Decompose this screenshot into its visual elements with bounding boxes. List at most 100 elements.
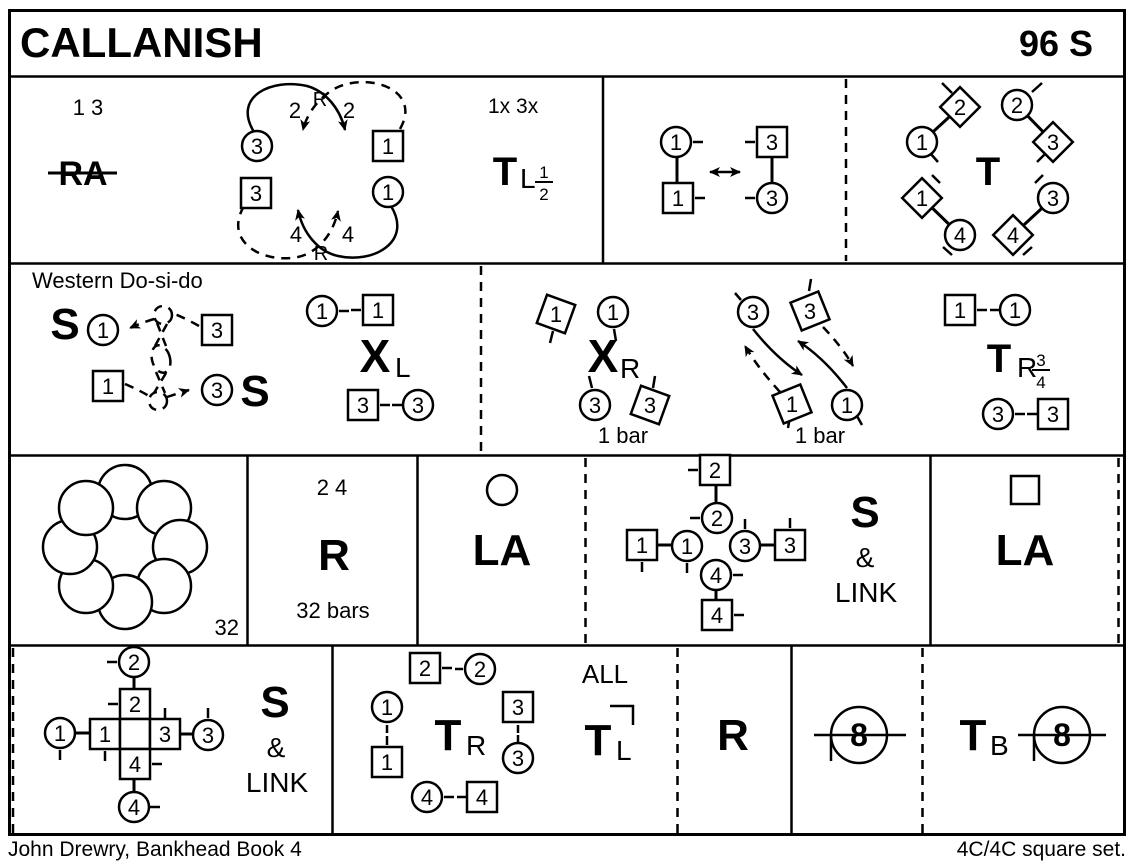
cross-left-figure: 1 1 X L 3 3 <box>305 293 435 422</box>
section-circle-eight: 32 <box>41 463 239 640</box>
connectors-and-ticks <box>58 660 210 809</box>
turn-letter: T <box>435 711 462 760</box>
set-type-label: 4C/4C square set. <box>956 838 1126 861</box>
section-bar1-reel-strike: 1 3 RA 3 1 3 1 2 R 2 4 R 4 1x 3x T L 1 <box>48 80 553 265</box>
man3-number: 3 <box>250 181 262 206</box>
section-allemande-square: LA <box>996 474 1054 575</box>
man3-square <box>200 313 234 347</box>
man2-square <box>118 687 152 721</box>
dosido-figure: S 1 3 1 3 S <box>50 300 269 416</box>
dashed-loop-bottom <box>237 205 341 260</box>
repeat-letter: R <box>318 531 350 580</box>
woman4-circle <box>410 780 444 814</box>
connectors-and-ticks <box>640 468 792 617</box>
man1-number: 1 <box>372 298 384 323</box>
section-cross-right-pass-turn: 1 1 X R 3 3 1 bar 3 3 <box>535 278 1070 448</box>
man3-square <box>346 388 380 422</box>
ampersand: & <box>856 542 875 573</box>
man1-square <box>661 181 695 215</box>
woman1-number: 1 <box>382 180 394 205</box>
woman1-number: 1 <box>1009 298 1021 323</box>
bars-label: 2 <box>289 98 301 123</box>
man3-number: 3 <box>644 393 656 418</box>
bars-count: 32 bars <box>296 598 369 623</box>
man3-number: 3 <box>159 722 171 747</box>
cross-hand-subscript: L <box>395 352 411 383</box>
woman3-circle <box>200 373 234 407</box>
dashed-pass-arrow-down <box>822 326 855 367</box>
turn-letter-2: T <box>585 716 612 765</box>
man3-square <box>1036 397 1070 431</box>
woman2-number: 2 <box>1011 93 1023 118</box>
woman3-circle <box>578 388 612 422</box>
woman4-number: 4 <box>128 795 140 820</box>
solid-pass-arrow-up <box>797 339 848 389</box>
woman1-number: 1 <box>916 130 928 155</box>
bars-label: 2 <box>343 98 355 123</box>
page-title: CALLANISH <box>20 19 263 66</box>
bars-label: 4 <box>290 222 302 247</box>
man4-number: 4 <box>129 752 141 777</box>
dosido-path-loops <box>124 304 200 412</box>
dosido-arrow-left <box>129 317 155 330</box>
woman2-circle <box>700 501 734 535</box>
man1-number: 1 <box>786 392 798 417</box>
woman1-circle <box>305 294 339 328</box>
man1-number: 1 <box>636 533 648 558</box>
facing-ticks <box>929 82 1046 256</box>
woman3-circle <box>1036 181 1070 215</box>
ampersand: & <box>267 732 286 763</box>
woman3-number: 3 <box>1047 186 1059 211</box>
facing-ticks <box>548 328 657 389</box>
woman1-circle <box>86 313 120 347</box>
set-letter-left: S <box>50 300 79 349</box>
circle-formation-icon <box>485 473 519 507</box>
center-empty-square <box>118 717 152 751</box>
man3-square <box>239 176 273 210</box>
woman3-circle <box>191 718 225 752</box>
fraction-denominator: 2 <box>539 185 548 204</box>
turn-both-subscript: B <box>990 730 1009 761</box>
woman3-circle <box>240 129 274 163</box>
facing-ticks <box>977 308 1037 416</box>
turn-hand-subscript-2: L <box>616 735 632 766</box>
eight-count: 8 <box>850 717 868 753</box>
couples-label: 1 3 <box>73 95 104 120</box>
man2-number: 2 <box>709 458 721 483</box>
woman2-number: 2 <box>474 657 486 682</box>
man4-number: 4 <box>476 785 488 810</box>
deviser-credit: John Drewry, Bankhead Book 4 <box>8 838 302 861</box>
turn-three-quarter-figure: 1 1 T R 3 4 3 3 <box>943 293 1070 431</box>
repeat-times-label: 1x 3x <box>488 95 539 118</box>
man3-number: 3 <box>211 318 223 343</box>
diamond3-number: 3 <box>1047 130 1059 155</box>
woman3-number: 3 <box>739 534 751 559</box>
man3-tilted-square <box>629 384 671 426</box>
man2-number: 2 <box>129 692 141 717</box>
man4-square <box>118 747 152 781</box>
woman1-circle <box>998 293 1032 327</box>
woman3-number: 3 <box>412 393 424 418</box>
man3-square <box>148 717 182 751</box>
turn-letter: T <box>976 150 1000 194</box>
woman1-circle <box>43 716 77 750</box>
section-dosido-and-cross-left: Western Do-si-do S 1 3 1 3 <box>32 268 435 422</box>
man1-tilted-square <box>770 382 814 426</box>
woman3-circle <box>736 295 770 329</box>
man1-number: 1 <box>954 298 966 323</box>
woman4-circle <box>699 558 733 592</box>
man1-square <box>943 293 977 327</box>
turn-left-half-symbol: T L 1 2 <box>493 150 553 204</box>
cross-letter: X <box>588 330 619 382</box>
dosido-arrow-right <box>166 388 190 399</box>
square-formation-icon <box>1009 474 1041 506</box>
man1-square <box>371 129 405 163</box>
set-letter: S <box>850 488 879 537</box>
man1-number: 1 <box>672 186 684 211</box>
link-label: LINK <box>246 767 309 798</box>
diamond1-number: 1 <box>916 186 928 211</box>
duration-label: 1 bar <box>795 423 845 448</box>
right-shoulder-label: R <box>313 89 327 111</box>
turn-letter: T <box>960 711 987 760</box>
